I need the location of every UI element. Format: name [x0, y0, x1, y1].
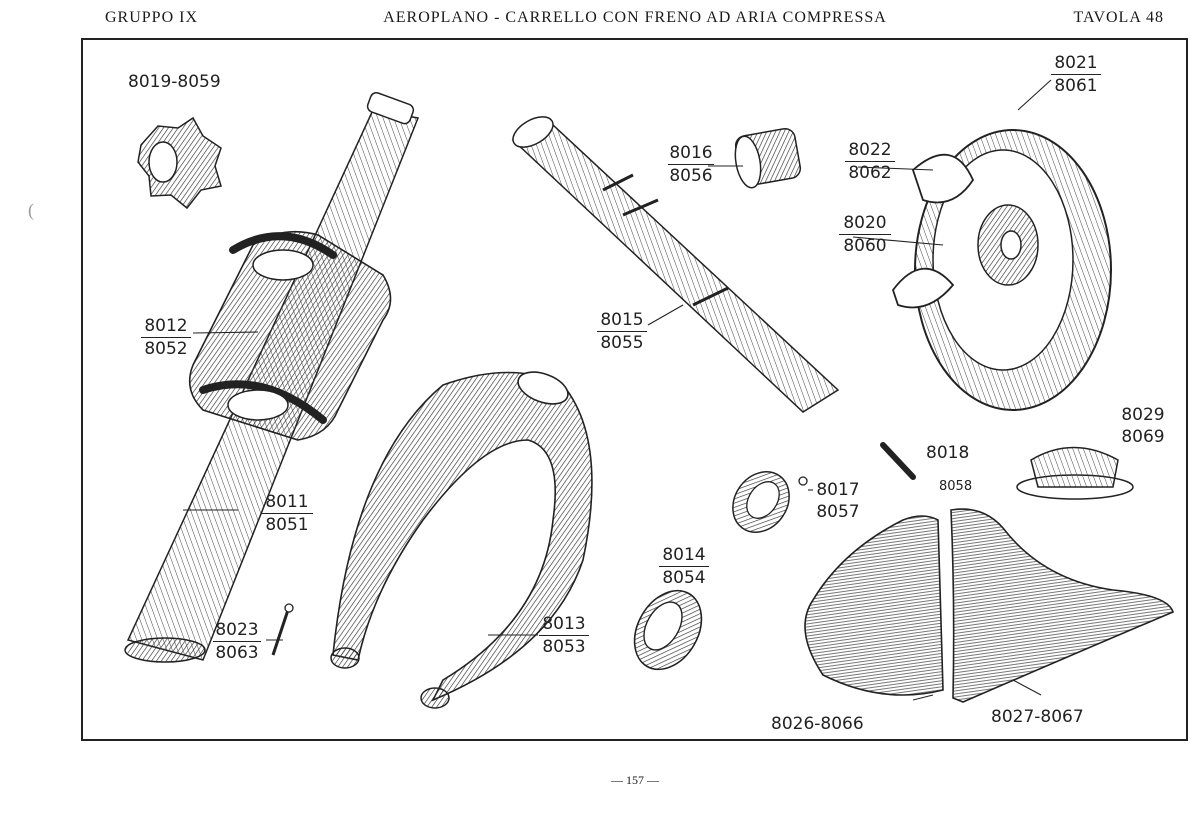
label-8011: 8011 8051	[261, 492, 313, 535]
label-8011-bottom: 8051	[265, 515, 309, 535]
label-8014: 8014 8054	[659, 545, 709, 588]
label-8011-top: 8011	[261, 492, 313, 514]
label-8023-top: 8023	[213, 620, 261, 642]
label-8022-bottom: 8062	[848, 163, 892, 183]
label-8020-bottom: 8060	[843, 236, 887, 256]
part-8012-sleeve	[188, 230, 392, 441]
label-8021-top: 8021	[1051, 53, 1101, 75]
label-8021-bottom: 8061	[1054, 76, 1098, 96]
part-8027-fairing-right	[950, 508, 1174, 703]
label-8015-bottom: 8055	[600, 333, 644, 353]
label-8026: 8026-8066	[771, 714, 864, 734]
label-8012-bottom: 8052	[144, 339, 188, 359]
label-8013-top: 8013	[539, 614, 589, 636]
label-8013: 8013 8053	[539, 614, 589, 657]
part-8016-bushing	[734, 128, 802, 189]
part-8019-star-nut	[137, 116, 222, 210]
part-8018-pin	[880, 442, 916, 480]
label-8029-bottom: 8069	[1121, 427, 1165, 447]
label-8016-top: 8016	[668, 143, 714, 165]
page-number: — 157 —	[611, 773, 659, 787]
label-8023-bottom: 8063	[215, 643, 259, 663]
label-8029: 8029 8069	[1118, 405, 1168, 447]
label-8014-bottom: 8054	[662, 568, 706, 588]
label-8015-top: 8015	[597, 310, 647, 332]
margin-mark: (	[28, 200, 34, 220]
label-8015: 8015 8055	[597, 310, 647, 353]
label-8012: 8012 8052	[141, 316, 191, 359]
part-8026-fairing-left	[804, 515, 944, 696]
label-8016-bottom: 8056	[669, 166, 713, 186]
label-8021: 8021 8061	[1051, 53, 1101, 96]
part-8017-collar	[732, 471, 808, 533]
label-8017-bottom: 8057	[816, 502, 860, 522]
part-8029-cover	[1016, 446, 1134, 500]
part-8023-screw	[271, 603, 294, 656]
label-8016: 8016 8056	[668, 143, 714, 186]
part-8014-threaded-ring	[633, 589, 703, 671]
label-8023: 8023 8063	[213, 620, 261, 663]
label-8020-top: 8020	[839, 213, 891, 235]
parts-drawing	[124, 79, 1174, 709]
label-8019: 8019-8059	[128, 72, 221, 92]
label-8014-top: 8014	[659, 545, 709, 567]
label-8029-top: 8029	[1121, 405, 1165, 425]
leader-lines	[183, 79, 1052, 701]
label-8022: 8022 8062	[845, 140, 895, 183]
label-8013-bottom: 8053	[542, 637, 586, 657]
label-8017: 8017 8057	[813, 480, 863, 522]
illustration-plate: 8019-8059 8016 8056 8015 8055 8021 8061 …	[81, 38, 1188, 741]
part-8015-axle	[511, 116, 840, 413]
label-8022-top: 8022	[845, 140, 895, 162]
part-8021-wheel	[891, 129, 1112, 411]
group-heading: GRUPPO IX	[105, 9, 199, 26]
label-8017-top: 8017	[816, 480, 860, 500]
label-8058: 8058	[939, 479, 973, 494]
label-8027: 8027-8067	[991, 707, 1084, 727]
label-8018: 8018	[926, 443, 970, 463]
label-8020: 8020 8060	[839, 213, 891, 256]
plate-title: AEROPLANO - CARRELLO CON FRENO AD ARIA C…	[383, 9, 887, 26]
label-8012-top: 8012	[141, 316, 191, 338]
part-8013-fork	[330, 371, 593, 709]
plate-number: TAVOLA 48	[1073, 9, 1164, 26]
